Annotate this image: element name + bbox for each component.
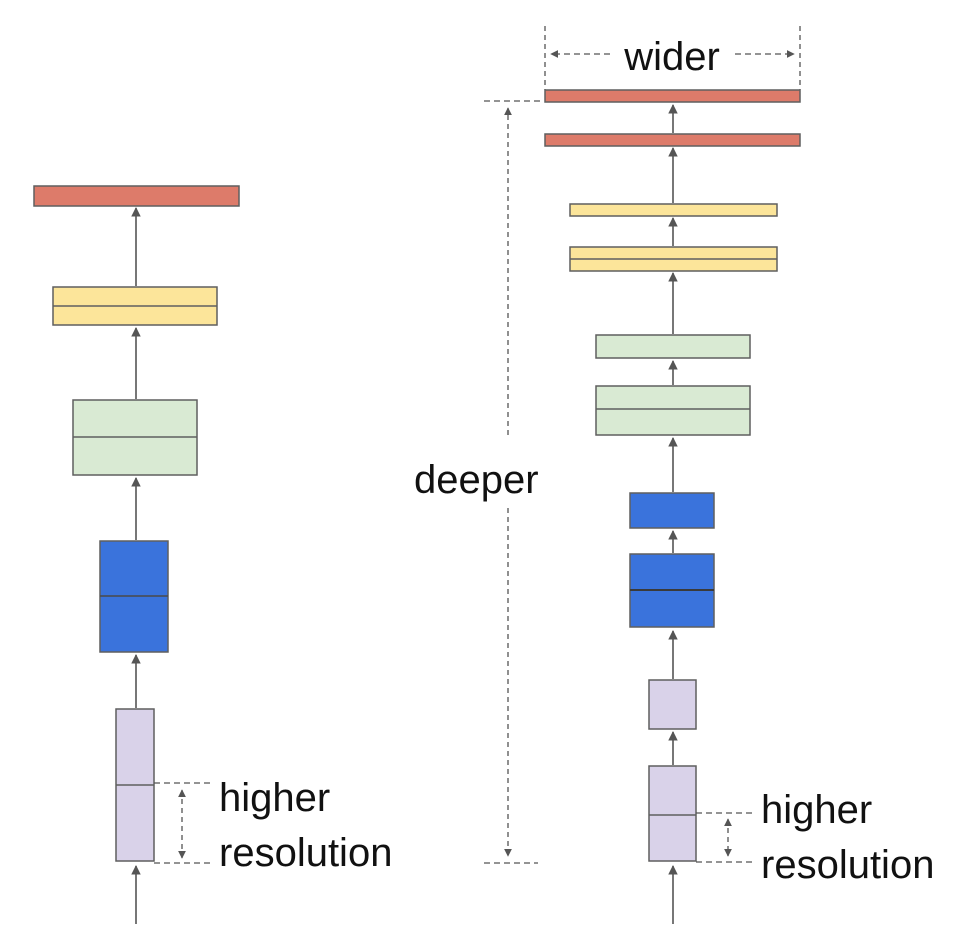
blue-block-small: [629, 492, 715, 529]
lavender-block-small: [648, 679, 697, 730]
deeper-annotation: deeper: [414, 100, 540, 864]
baseline-network: higher resolution: [33, 185, 392, 924]
deeper-label: deeper: [414, 458, 539, 502]
green-block: [595, 385, 751, 436]
red-block: [544, 133, 801, 147]
green-block-small: [595, 334, 751, 359]
wider-label: wider: [623, 35, 720, 79]
left-resolution-label-line1: higher: [219, 776, 330, 820]
yellow-block-small: [569, 203, 778, 217]
red-block-top: [544, 89, 801, 103]
scaled-network: wider higher re: [544, 26, 934, 924]
red-block: [33, 185, 240, 207]
left-resolution-label-line2: resolution: [219, 831, 392, 875]
right-resolution-label-line1: higher: [761, 788, 872, 832]
right-resolution-label-line2: resolution: [761, 843, 934, 887]
lavender-block: [648, 765, 697, 862]
